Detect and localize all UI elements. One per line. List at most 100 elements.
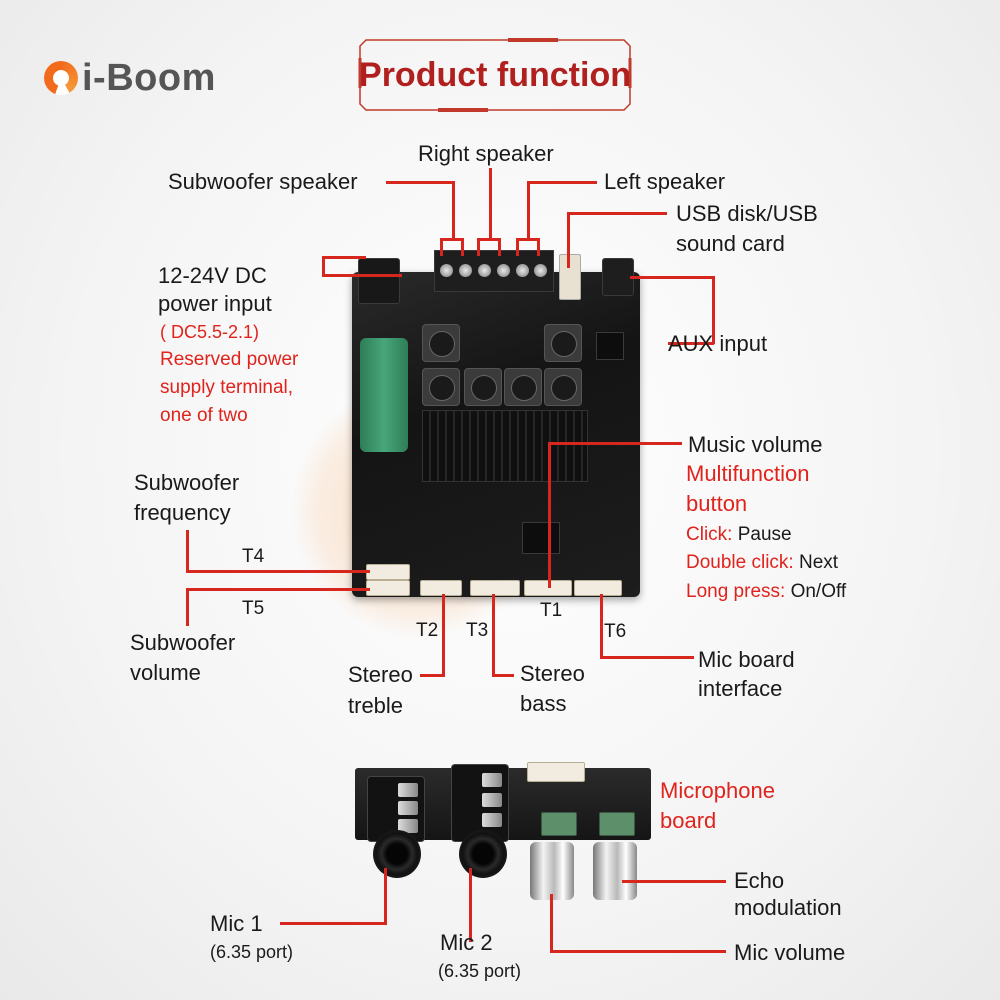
callout-line — [550, 894, 553, 952]
callout-line — [668, 342, 714, 345]
jack-pin — [482, 793, 502, 807]
screw — [459, 264, 472, 277]
callout-line — [477, 238, 501, 241]
mic-board-connector — [527, 762, 585, 782]
brand-name: i-Boom — [82, 56, 216, 99]
callout-line — [516, 238, 540, 241]
inductor — [504, 368, 542, 406]
callout-line — [440, 238, 443, 256]
mic-volume-pot — [541, 812, 577, 836]
callout-line — [461, 238, 464, 256]
dc-jack — [358, 258, 400, 304]
label-multifunction-line2: button — [686, 491, 748, 516]
callout-line — [550, 950, 726, 953]
mic2-jack-front — [459, 830, 507, 878]
label-usb-line1: USB disk/USB — [676, 201, 818, 226]
label-mic1-port: (6.35 port) — [210, 942, 294, 962]
label-t6: T6 — [604, 621, 627, 642]
inductor — [422, 368, 460, 406]
callout-line — [186, 570, 370, 573]
chip — [596, 332, 624, 360]
callout-line — [322, 256, 325, 276]
label-long-value: On/Off — [790, 581, 847, 602]
label-left-speaker: Left speaker — [604, 169, 726, 194]
label-sub-freq-line2: frequency — [134, 500, 231, 525]
label-double-key: Double click: — [686, 552, 794, 573]
label-echo-line1: Echo — [734, 868, 785, 893]
callout-line — [712, 276, 715, 344]
label-sub-freq-line1: Subwoofer — [134, 470, 240, 495]
label-t2: T2 — [416, 620, 439, 641]
callout-line — [469, 868, 472, 942]
callout-line — [186, 588, 370, 591]
callout-line — [477, 238, 480, 256]
label-mic-iface-line2: interface — [698, 676, 783, 701]
echo-pot — [599, 812, 635, 836]
callout-line — [548, 442, 682, 445]
label-power-note4: one of two — [160, 405, 248, 426]
inductor — [544, 324, 582, 362]
jack-pin — [482, 773, 502, 787]
callout-line — [630, 276, 714, 279]
screw — [516, 264, 529, 277]
callout-line — [420, 674, 445, 677]
heatsink — [422, 410, 588, 482]
label-t5: T5 — [242, 598, 265, 619]
label-aux-input: AUX input — [668, 331, 768, 356]
title-frame: Product function — [358, 38, 632, 112]
label-sub-vol-line1: Subwoofer — [130, 630, 236, 655]
connector-t2 — [420, 580, 462, 596]
callout-line — [442, 594, 445, 676]
label-stereo-bass-line1: Stereo — [520, 661, 585, 686]
jack-pin — [398, 801, 418, 815]
title-frame-border — [358, 38, 632, 112]
screw — [478, 264, 491, 277]
label-mic2-port: (6.35 port) — [438, 961, 522, 981]
label-power-note2: Reserved power — [160, 349, 299, 370]
brand-logo: i-Boom — [44, 48, 216, 108]
speaker-terminal-block — [434, 250, 554, 292]
label-mic2: Mic 2 — [440, 930, 493, 955]
label-t3: T3 — [466, 620, 489, 641]
jack-pin — [482, 813, 502, 827]
connector-t4 — [366, 564, 410, 580]
label-power-line2: power input — [158, 291, 272, 316]
label-stereo-treble-line2: treble — [348, 693, 404, 718]
chip — [522, 522, 560, 554]
connector-t5 — [366, 580, 410, 596]
callout-line — [384, 868, 387, 924]
label-double-click-row: Double click: Next — [686, 548, 838, 577]
callout-line — [548, 442, 551, 588]
amplifier-board — [352, 250, 640, 597]
callout-line — [186, 588, 189, 626]
callout-line — [322, 256, 366, 259]
callout-line — [440, 238, 464, 241]
callout-line — [489, 168, 492, 240]
mic-volume-knob — [530, 842, 574, 900]
jack-pin — [398, 819, 418, 833]
inductor — [464, 368, 502, 406]
callout-line — [492, 674, 514, 677]
callout-line — [322, 274, 402, 277]
connector-t6 — [574, 580, 622, 596]
label-click-value: Pause — [737, 524, 792, 545]
callout-line — [622, 880, 726, 883]
label-usb-line2: sound card — [676, 231, 785, 256]
label-click-key: Click: — [686, 524, 733, 545]
callout-line — [537, 238, 540, 256]
callout-line — [600, 594, 603, 658]
mic1-jack-front — [373, 830, 421, 878]
callout-line — [386, 181, 454, 184]
inductor — [544, 368, 582, 406]
label-power-note1: ( DC5.5-2.1) — [160, 322, 260, 342]
label-mic1: Mic 1 — [210, 911, 263, 936]
callout-line — [600, 656, 694, 659]
echo-knob — [593, 842, 637, 900]
label-double-value: Next — [799, 552, 839, 573]
inductor — [422, 324, 460, 362]
aux-jack — [602, 258, 634, 296]
callout-line — [498, 238, 501, 256]
callout-line — [452, 181, 455, 240]
label-multifunction-line1: Multifunction — [686, 461, 810, 486]
label-microphone-board-line1: Microphone — [660, 778, 775, 803]
